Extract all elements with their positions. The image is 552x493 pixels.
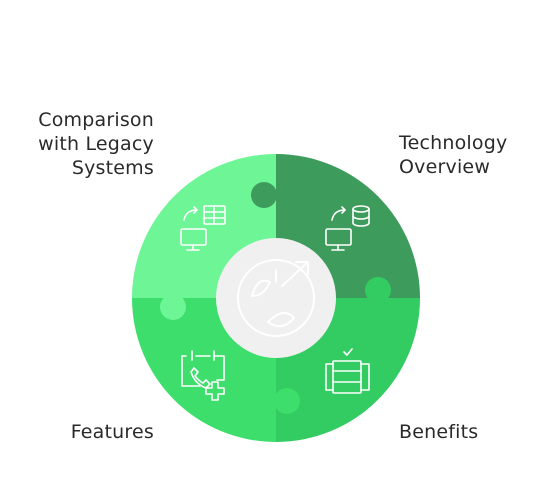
label-benefits: Benefits	[399, 420, 478, 444]
label-comparison-with-legacy-systems: Comparison with Legacy Systems	[38, 108, 154, 180]
sync-database-monitor-icon	[325, 205, 370, 251]
center-circle	[216, 238, 336, 358]
label-technology-overview: Technology Overview	[399, 131, 507, 179]
label-line: Comparison	[38, 109, 154, 131]
checklist-server-icon	[325, 348, 370, 394]
label-line: Technology	[399, 132, 508, 154]
label-line: Features	[70, 421, 154, 443]
label-line: Systems	[71, 157, 154, 179]
calendar-phone-plus-icon	[181, 350, 225, 401]
sync-table-monitor-icon	[180, 205, 226, 251]
label-line: Benefits	[399, 421, 479, 443]
puzzle-knob	[365, 277, 391, 303]
puzzle-knob	[251, 182, 277, 208]
puzzle-knob	[160, 294, 186, 320]
puzzle-knob	[274, 388, 300, 414]
map-route-icon	[237, 259, 315, 337]
label-features: Features	[71, 420, 154, 444]
label-line: with Legacy	[38, 133, 154, 155]
label-line: Overview	[399, 156, 491, 178]
